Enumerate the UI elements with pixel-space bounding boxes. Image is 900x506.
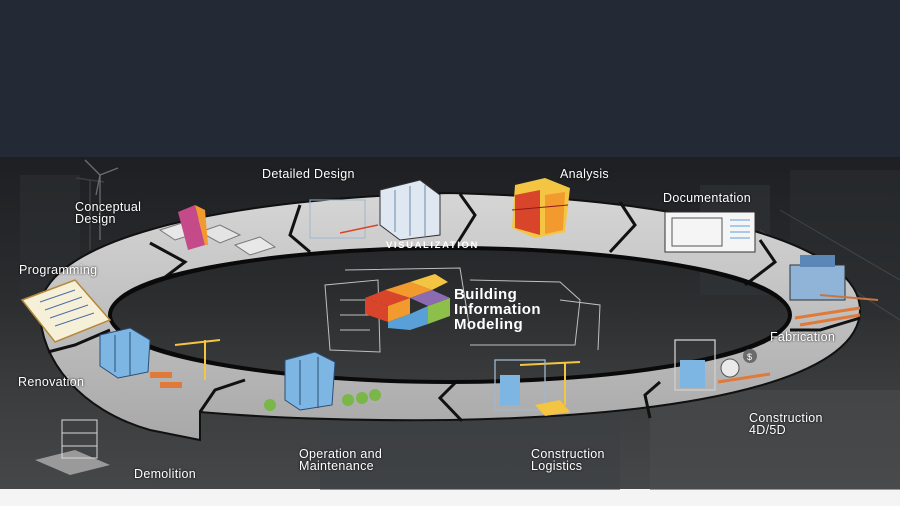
stage-label-operation-2: Maintenance [299,459,374,473]
demolition-rubble-icon [35,419,110,475]
stage-label-fabrication: Fabrication [770,330,836,344]
center-title-line-1: Building [454,286,518,303]
clipboard-icon [20,279,112,343]
stage-label-detailed-design: Detailed Design [262,167,355,181]
stage-label-operation-1: Operation and [299,447,383,461]
city-buildings-icon [324,267,601,353]
visualization-band-label: VISUALIZATION [386,240,479,251]
construction-4d5d-icon: $ [674,339,771,391]
stage-label-conceptual-1: Conceptual [75,200,142,214]
stage-label-renovation: Renovation [18,375,85,389]
stage-label-logistics-2: Logistics [531,459,583,473]
center-title-line-3: Modeling [454,316,524,333]
stage-label-construction-1: Construction [749,411,823,425]
stage-label-documentation: Documentation [663,191,751,205]
center-title: Building Information Modeling [454,287,541,332]
documentation-drawing-icon [664,211,756,253]
svg-text:$: $ [747,352,752,362]
stage-label-construction-2: 4D/5D [749,423,786,437]
conceptual-design-blocks-icon [158,205,277,256]
stage-label-analysis: Analysis [560,167,609,181]
analysis-heatmap-building-icon [511,178,570,238]
cube-logo-icon [365,274,450,330]
crane-icon [174,339,581,405]
stage-label-logistics-1: Construction [531,447,605,461]
logistics-building-icon [494,359,570,416]
stage-label-conceptual-2: Design [75,212,116,226]
renovation-building-icon [99,327,182,388]
detailed-design-building-icon [309,179,441,241]
stage-label-programming: Programming [19,263,98,277]
ring-dividers [47,193,861,423]
fabrication-machine-icon [789,255,879,327]
operation-building-icon [264,351,381,411]
stage-label-demolition: Demolition [134,467,197,481]
header-band [0,0,900,157]
ring-inner-edge [108,246,792,384]
footer-band [0,489,900,506]
center-title-line-2: Information [454,301,541,318]
wind-turbine-icon [84,159,119,240]
